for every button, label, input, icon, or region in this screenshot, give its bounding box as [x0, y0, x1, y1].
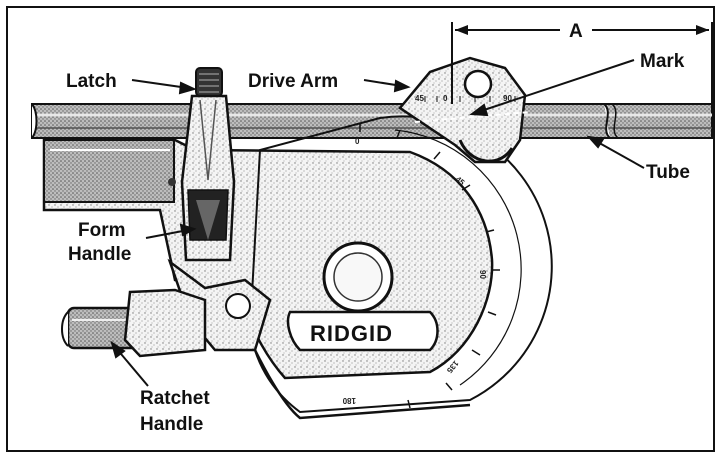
label-ratchet-handle-2: Handle	[140, 414, 203, 435]
label-tube: Tube	[646, 162, 690, 183]
latch	[180, 67, 236, 262]
arm-mark-90: 90	[503, 94, 512, 103]
dimension-a: A	[451, 21, 713, 104]
drive-arm: 45 0 90	[398, 56, 531, 164]
label-ratchet-handle-1: Ratchet	[140, 388, 210, 409]
label-form-handle-1: Form	[78, 220, 126, 241]
wheel-mark-180: 180	[342, 396, 356, 405]
dimension-a-label: A	[569, 21, 583, 42]
arm-mark-45: 45	[415, 94, 424, 103]
wheel-mark-90: 90	[478, 270, 487, 279]
leader-lines	[110, 59, 645, 387]
label-latch: Latch	[66, 71, 117, 92]
wheel-mark-0: 0	[355, 137, 360, 146]
ridgid-logo: RIDGID	[286, 310, 439, 352]
pivot-linkage	[167, 258, 471, 420]
ratchet-handle	[61, 288, 207, 358]
brand-name: RIDGID	[310, 321, 393, 346]
label-drive-arm: Drive Arm	[248, 71, 338, 92]
label-form-handle-2: Handle	[68, 244, 131, 265]
label-mark: Mark	[640, 51, 685, 72]
arm-mark-0: 0	[443, 94, 448, 103]
